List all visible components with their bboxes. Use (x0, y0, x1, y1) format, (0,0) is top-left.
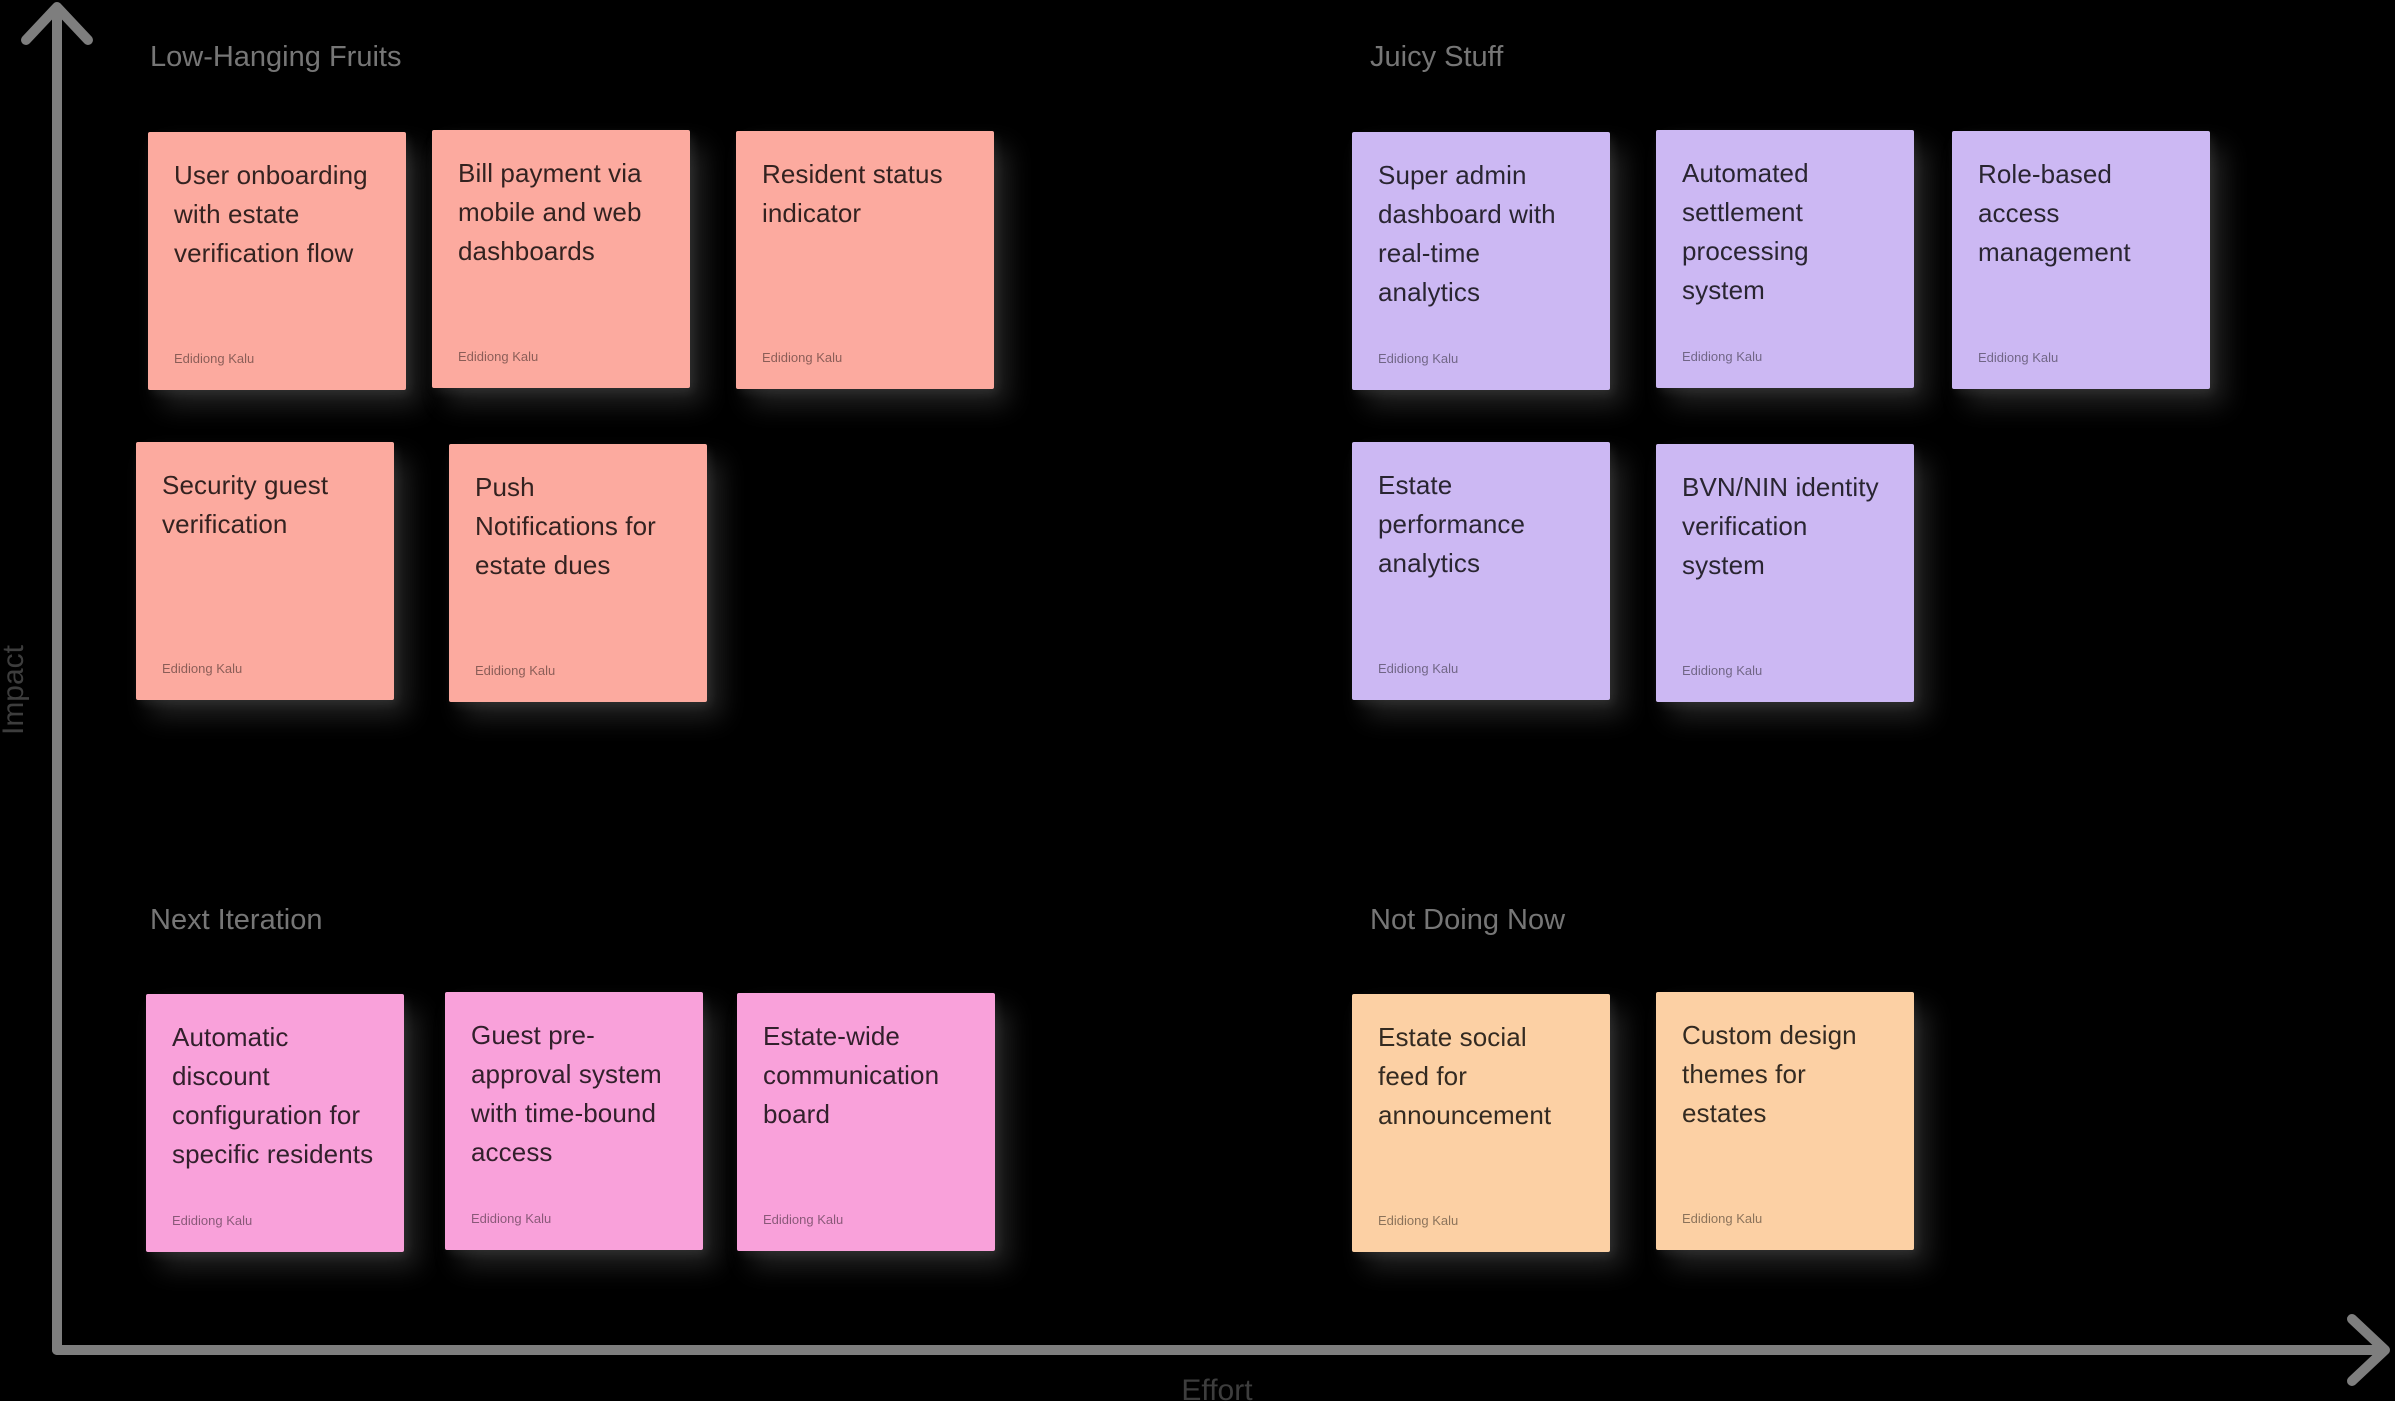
sticky-note-text: User onboarding with estate verification… (174, 160, 368, 268)
sticky-note-author: Edidiong Kalu (1682, 1211, 1763, 1226)
sticky-note[interactable]: Push Notifications for estate dues Edidi… (449, 444, 707, 702)
sticky-note[interactable]: Automatic discount configuration for spe… (146, 994, 404, 1252)
sticky-note-text: Role-based access management (1978, 159, 2131, 267)
sticky-note-text: Estate-wide communication board (763, 1021, 940, 1129)
sticky-note-author: Edidiong Kalu (174, 351, 255, 366)
sticky-note[interactable]: Estate-wide communication board Edidiong… (737, 993, 995, 1251)
sticky-note-author: Edidiong Kalu (1378, 1213, 1459, 1228)
sticky-note[interactable]: Automated settlement processing system E… (1656, 130, 1914, 388)
sticky-note-text: Super admin dashboard with real-time ana… (1378, 160, 1556, 307)
sticky-note-text: Security guest verification (162, 470, 329, 539)
sticky-note-text: Bill payment via mobile and web dashboar… (458, 158, 642, 266)
sticky-note-author: Edidiong Kalu (475, 663, 556, 678)
sticky-note-text: BVN/NIN identity verification system (1682, 472, 1879, 580)
sticky-note[interactable]: Security guest verification Edidiong Kal… (136, 442, 394, 700)
sticky-note-text: Automated settlement processing system (1682, 158, 1809, 305)
sticky-note-author: Edidiong Kalu (458, 349, 539, 364)
sticky-note-author: Edidiong Kalu (763, 1212, 844, 1227)
sticky-note[interactable]: Bill payment via mobile and web dashboar… (432, 130, 690, 388)
sticky-note-author: Edidiong Kalu (1682, 349, 1763, 364)
sticky-note-author: Edidiong Kalu (172, 1213, 253, 1228)
impact-axis-arrowhead-icon (21, 2, 93, 45)
sticky-note-author: Edidiong Kalu (1378, 661, 1459, 676)
sticky-note[interactable]: Custom design themes for estates Edidion… (1656, 992, 1914, 1250)
impact-axis-label: Impact (0, 644, 30, 736)
sticky-note[interactable]: Estate social feed for announcement Edid… (1352, 994, 1610, 1252)
sticky-note-text: Estate social feed for announcement (1378, 1022, 1552, 1130)
sticky-note-text: Automatic discount configuration for spe… (172, 1022, 374, 1169)
sticky-note-text: Custom design themes for estates (1682, 1020, 1857, 1128)
sticky-note-author: Edidiong Kalu (1978, 350, 2059, 365)
effort-axis-arrowhead-icon (2347, 1314, 2390, 1386)
sticky-note[interactable]: Guest pre-approval system with time-boun… (445, 992, 703, 1250)
sticky-note-author: Edidiong Kalu (162, 661, 243, 676)
sticky-note[interactable]: BVN/NIN identity verification system Edi… (1656, 444, 1914, 702)
quadrant-title-next-iteration: Next Iteration (150, 904, 323, 936)
sticky-note-author: Edidiong Kalu (471, 1211, 552, 1226)
sticky-note[interactable]: Estate performance analytics Edidiong Ka… (1352, 442, 1610, 700)
quadrant-title-juicy-stuff: Juicy Stuff (1370, 41, 1504, 73)
sticky-note-text: Estate performance analytics (1378, 470, 1526, 578)
sticky-note-text: Guest pre-approval system with time-boun… (471, 1020, 662, 1167)
quadrant-title-low-hanging-fruits: Low-Hanging Fruits (150, 41, 402, 73)
sticky-note[interactable]: Resident status indicator Edidiong Kalu (736, 131, 994, 389)
sticky-note[interactable]: User onboarding with estate verification… (148, 132, 406, 390)
quadrant-title-not-doing-now: Not Doing Now (1370, 904, 1566, 936)
sticky-note[interactable]: Role-based access management Edidiong Ka… (1952, 131, 2210, 389)
sticky-note[interactable]: Super admin dashboard with real-time ana… (1352, 132, 1610, 390)
sticky-note-author: Edidiong Kalu (1378, 351, 1459, 366)
sticky-note-author: Edidiong Kalu (762, 350, 843, 365)
sticky-note-author: Edidiong Kalu (1682, 663, 1763, 678)
sticky-note-text: Resident status indicator (762, 159, 943, 228)
effort-axis-label: Effort (1181, 1374, 1253, 1401)
sticky-note-text: Push Notifications for estate dues (475, 472, 656, 580)
